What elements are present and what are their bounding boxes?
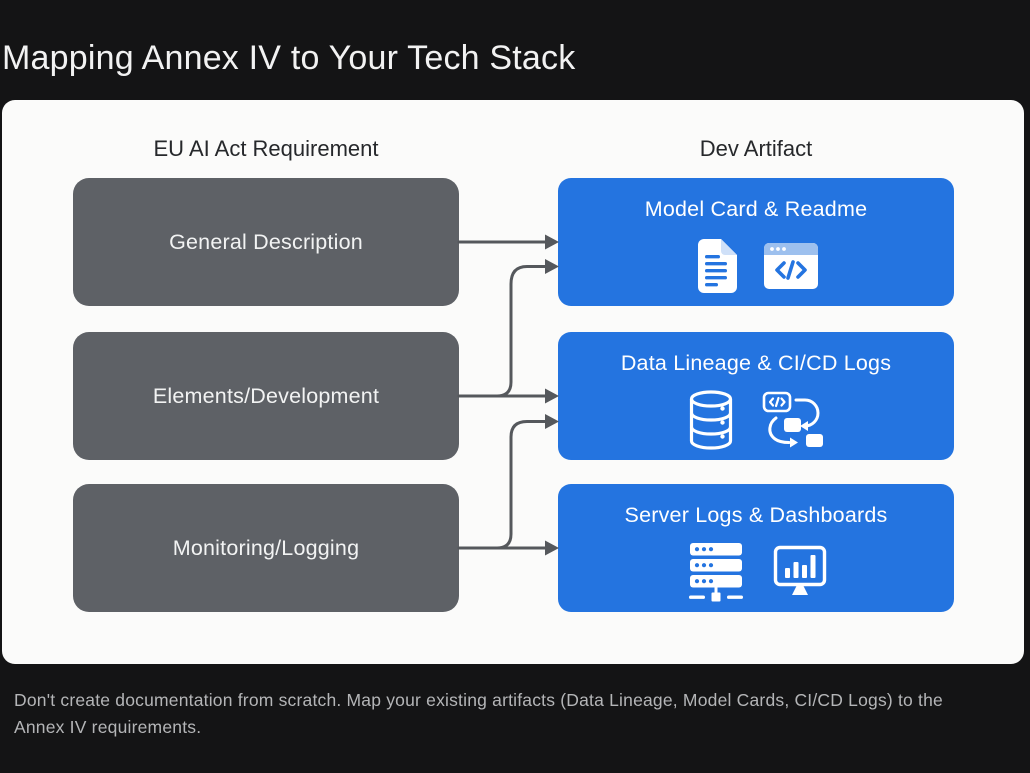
cicd-pipeline-icon: [762, 391, 823, 448]
artifact-box-server-logs-dashboards: Server Logs & Dashboards: [558, 484, 954, 612]
artifact-label: Server Logs & Dashboards: [624, 503, 888, 527]
requirement-label: Elements/Development: [152, 383, 380, 408]
caption-line-2: Annex IV requirements.: [14, 717, 202, 737]
code-window-icon: [764, 243, 818, 289]
server-rack-icon: [689, 543, 743, 602]
artifact-label: Model Card & Readme: [644, 197, 868, 221]
artifact-icons: [685, 542, 827, 602]
requirement-box-monitoring-logging: Monitoring/Logging: [73, 484, 459, 612]
requirement-box-elements-development: Elements/Development: [73, 332, 459, 460]
caption-line-1: Don't create documentation from scratch.…: [14, 690, 943, 710]
artifact-box-data-lineage-cicd: Data Lineage & CI/CD Logs: [558, 332, 954, 460]
artifact-box-model-card-readme: Model Card & Readme: [558, 178, 954, 306]
requirement-label: General Description: [169, 229, 363, 254]
dashboard-icon: [773, 545, 827, 595]
document-icon: [698, 239, 737, 293]
database-icon: [689, 390, 733, 450]
slide-title: Mapping Annex IV to Your Tech Stack: [2, 39, 576, 77]
artifact-icons: [694, 236, 818, 296]
requirement-box-general-description: General Description: [73, 178, 459, 306]
requirement-label: Monitoring/Logging: [172, 535, 360, 560]
artifact-label: Data Lineage & CI/CD Logs: [620, 351, 892, 375]
column-header-artifacts: Dev Artifact: [699, 136, 813, 161]
artifact-icons: [687, 390, 825, 450]
column-header-requirements: EU AI Act Requirement: [153, 136, 379, 161]
caption: Don't create documentation from scratch.…: [14, 687, 1016, 741]
